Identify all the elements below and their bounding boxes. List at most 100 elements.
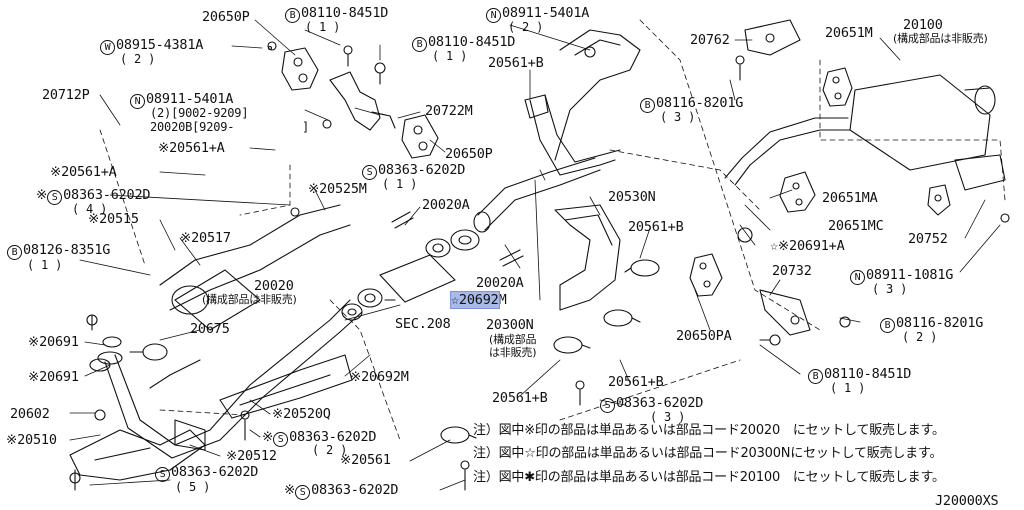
part-number: 08911-5401A (502, 5, 590, 21)
flange-gaskets (341, 229, 480, 321)
part-20762: 20762 (690, 32, 730, 48)
clamp-20561B-b: 20561+B (628, 219, 684, 235)
ring-20691-b: ※20691 (28, 369, 79, 385)
part-number: 08110-8451D (301, 5, 389, 21)
circle-n-icon: N (130, 94, 145, 109)
bracket-close: ] (302, 120, 310, 134)
part-20712P: 20712P (42, 87, 90, 103)
circle-s-icon: S (362, 165, 377, 180)
part-20020-note: (構成部品は非販売) (202, 293, 297, 306)
set-mark: ※ (36, 187, 48, 203)
circle-b-icon: B (640, 98, 655, 113)
hanger-rubber-20650P (281, 47, 319, 91)
highlighted-part-number[interactable]: ☆20692 (450, 291, 500, 309)
quantity: ( 2 ) (120, 52, 156, 66)
part-number: 08110-8451D (428, 34, 516, 50)
part-20100: 20100 (903, 17, 943, 33)
part-20732: 20732 (772, 263, 812, 279)
part-20650P-mid: 20650P (445, 146, 493, 162)
part-number: 08363-6202D (311, 482, 399, 498)
bracket-right (954, 154, 1010, 223)
part-20651MA: 20651MA (822, 190, 878, 206)
insulator-20520Q: ※20520Q (272, 406, 331, 422)
gasket-20692M-b: ※20692M (350, 369, 409, 385)
quantity: ( 2 ) (312, 443, 348, 457)
quantity: ( 3 ) (872, 282, 908, 296)
hanger-rubber-20650P-b (401, 114, 439, 159)
catalyst-front (159, 204, 351, 331)
part-20692M-highlighted[interactable]: ☆20692M (450, 291, 507, 309)
part-20515: ※20515 (88, 211, 139, 227)
quantity: ( 1 ) (382, 177, 418, 191)
clamp-20561A-a: ※20561+A (158, 140, 225, 156)
bolts-lower (69, 207, 585, 491)
set-mark: ※ (262, 429, 274, 445)
hanger-20651M (822, 67, 853, 107)
ring-20691-a: ※20691 (28, 334, 79, 350)
quantity: ( 1 ) (27, 258, 63, 272)
clamp-20675 (129, 343, 168, 361)
stud-20020A-mid: 20020A (476, 275, 524, 291)
part-number: 08911-1081G (866, 267, 954, 283)
part-20650P-top: 20650P (202, 9, 250, 25)
circle-s-icon: S (600, 398, 615, 413)
circle-b-icon: B (880, 318, 895, 333)
part-suffix: M (498, 292, 507, 308)
stud-20020A-top: 20020A (422, 197, 470, 213)
hanger-20650PA (689, 253, 723, 297)
quantity-range: (2)[9002-9209] (150, 106, 249, 120)
circle-s-icon: S (273, 432, 289, 447)
set-mark: ※ (284, 482, 296, 498)
circle-s-icon: S (47, 190, 63, 205)
catalyst-rear (379, 254, 456, 303)
part-number: 08116-8201G (896, 315, 984, 331)
quantity: ( 2 ) (508, 20, 544, 34)
note-line-3: 注）図中✱印の部品は単品あるいは部品コード20100 にセットして販売します。 (473, 470, 945, 485)
heat-insulator-20530N (554, 204, 621, 311)
quantity: ( 2 ) (902, 330, 938, 344)
circle-w-icon: W (100, 40, 115, 55)
center-pipe-20300N (473, 94, 621, 233)
hanger-20651MA (779, 171, 816, 213)
clamp-20561A-b: ※20561+A (50, 164, 117, 180)
bracket-20722M (329, 71, 396, 131)
heat-shield-20512 (174, 419, 206, 451)
part-20675: 20675 (190, 321, 230, 337)
shield-20512: ※20512 (226, 448, 277, 464)
circle-s-icon: S (155, 467, 170, 482)
part-number: 08911-5401A (146, 91, 234, 107)
part-20530N: 20530N (608, 189, 656, 205)
part-20651M: 20651M (825, 25, 873, 41)
part-20020: 20020 (254, 278, 294, 294)
part-20300N: 20300N (486, 317, 534, 333)
rear-muffler-20100 (724, 74, 996, 186)
part-number: 08126-8351G (23, 242, 111, 258)
bracket-20732 (759, 289, 851, 346)
part-number: 08363-6202D (289, 429, 377, 445)
part-20020B: 20020B[9209- (150, 120, 235, 134)
part-number: 08915-4381A (116, 37, 204, 53)
clamps-20561B (440, 259, 660, 444)
diagram-code: J20000XS (935, 493, 999, 509)
clamp-20561B-d: 20561+B (492, 390, 548, 406)
bracket-20762 (735, 19, 801, 81)
part-number: 08363-6202D (171, 464, 259, 480)
section-ref-208: SEC.208 (395, 316, 451, 332)
quantity: ( 4 ) (72, 202, 108, 216)
ring-20691A: ☆※20691+A (770, 238, 845, 254)
part-number: 08116-8201G (656, 95, 744, 111)
quantity: ( 3 ) (650, 410, 686, 424)
clamp-20561B-a: 20561+B (488, 55, 544, 71)
quantity: ( 1 ) (432, 49, 468, 63)
